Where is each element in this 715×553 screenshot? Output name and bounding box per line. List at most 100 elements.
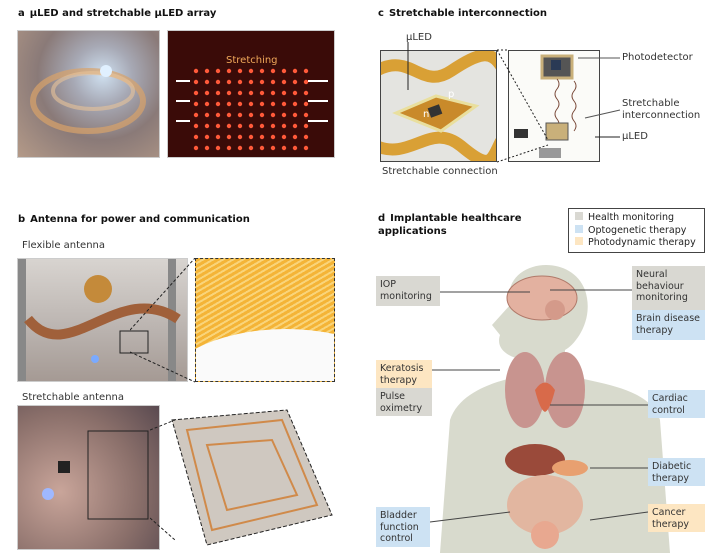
led-dot	[215, 112, 221, 118]
led-dot	[248, 134, 254, 140]
led-dot	[270, 90, 276, 96]
led-dot	[226, 112, 232, 118]
label-cardiac-control: Cardiac control	[648, 390, 705, 418]
led-dot	[237, 90, 243, 96]
led-dot	[292, 134, 298, 140]
led-dot	[226, 90, 232, 96]
led-dot	[292, 90, 298, 96]
led-dot	[248, 123, 254, 129]
label-brain-disease-therapy: Brain disease therapy	[632, 310, 705, 340]
led-dot	[215, 79, 221, 85]
led-dot	[281, 134, 287, 140]
uled-label: µLED	[406, 32, 432, 43]
led-dot	[204, 145, 210, 151]
n-label: n	[423, 109, 430, 120]
led-dot	[270, 134, 276, 140]
led-dot	[215, 101, 221, 107]
led-dot	[303, 90, 309, 96]
led-dot	[270, 101, 276, 107]
led-dot	[226, 123, 232, 129]
panel-title-text: Stretchable interconnection	[388, 8, 548, 19]
antenna-coil-zoom	[195, 258, 335, 382]
label-bladder-function-control: Bladder function control	[376, 507, 430, 547]
led-dot	[281, 68, 287, 74]
led-dot	[270, 123, 276, 129]
led-dot	[215, 123, 221, 129]
legend: Health monitoring Optogenetic therapy Ph…	[568, 208, 705, 253]
led-dot	[303, 134, 309, 140]
led-dot	[281, 112, 287, 118]
led-dot	[281, 79, 287, 85]
p-label: p	[448, 89, 455, 100]
label-pulse-oximetry: Pulse oximetry	[376, 388, 432, 416]
stretchable-connection-caption: Stretchable connection	[382, 166, 498, 177]
label-neural-behaviour-monitoring: Neural behaviour monitoring	[632, 266, 705, 310]
led-dot	[259, 134, 265, 140]
led-dot	[237, 101, 243, 107]
led-dot	[226, 68, 232, 74]
led-dot	[215, 90, 221, 96]
uled-array-photo: Stretching	[167, 30, 335, 158]
body-illustration	[429, 264, 670, 553]
led-dot	[281, 101, 287, 107]
label-cancer-therapy: Cancer therapy	[648, 504, 705, 532]
led-dot	[237, 145, 243, 151]
stretching-label: Stretching	[226, 55, 278, 66]
label-keratosis-therapy: Keratosis therapy	[376, 360, 432, 388]
label-diabetic-therapy: Diabetic therapy	[648, 458, 705, 486]
panel-title-text: Antenna for power and communication	[30, 214, 250, 225]
led-dot	[193, 101, 199, 107]
led-dot	[204, 68, 210, 74]
panel-letter: a	[18, 8, 25, 19]
led-dot	[237, 112, 243, 118]
led-dot	[259, 68, 265, 74]
led-dot	[237, 123, 243, 129]
led-dot	[204, 101, 210, 107]
photodetector-label: Photodetector	[622, 52, 693, 63]
led-dot	[270, 145, 276, 151]
led-dot	[204, 112, 210, 118]
led-dot	[193, 145, 199, 151]
flexible-antenna-label: Flexible antenna	[22, 240, 106, 251]
led-dot	[270, 68, 276, 74]
led-dot	[204, 123, 210, 129]
led-dot	[259, 123, 265, 129]
legend-label: Photodynamic therapy	[588, 237, 696, 248]
led-dot	[292, 145, 298, 151]
interconnection-label: Stretchable interconnection	[622, 98, 701, 121]
led-dot	[281, 90, 287, 96]
panel-letter: d	[378, 213, 386, 224]
led-dot	[237, 134, 243, 140]
stretchable-connection-render: n p	[380, 50, 497, 162]
panel-title-text: µLED and stretchable µLED array	[29, 8, 217, 19]
led-dot	[226, 79, 232, 85]
led-dot	[259, 112, 265, 118]
led-dot	[259, 101, 265, 107]
led-dot	[281, 145, 287, 151]
led-dot	[193, 90, 199, 96]
led-dot	[204, 134, 210, 140]
led-dot	[193, 112, 199, 118]
led-dot	[259, 90, 265, 96]
legend-item-optogenetic: Optogenetic therapy	[575, 224, 698, 238]
led-dot	[248, 145, 254, 151]
led-dot	[270, 79, 276, 85]
stretchable-antenna-render	[167, 405, 335, 547]
led-dot	[303, 101, 309, 107]
legend-item-photodynamic: Photodynamic therapy	[575, 237, 698, 250]
led-dot	[248, 112, 254, 118]
led-dot	[226, 101, 232, 107]
led-dot	[292, 79, 298, 85]
legend-item-health: Health monitoring	[575, 212, 698, 225]
led-dot	[248, 79, 254, 85]
led-dot	[193, 79, 199, 85]
led-dot	[303, 112, 309, 118]
led-dot	[292, 68, 298, 74]
led-dot	[193, 123, 199, 129]
led-dot	[281, 123, 287, 129]
led-dot	[303, 123, 309, 129]
led-dot	[259, 145, 265, 151]
